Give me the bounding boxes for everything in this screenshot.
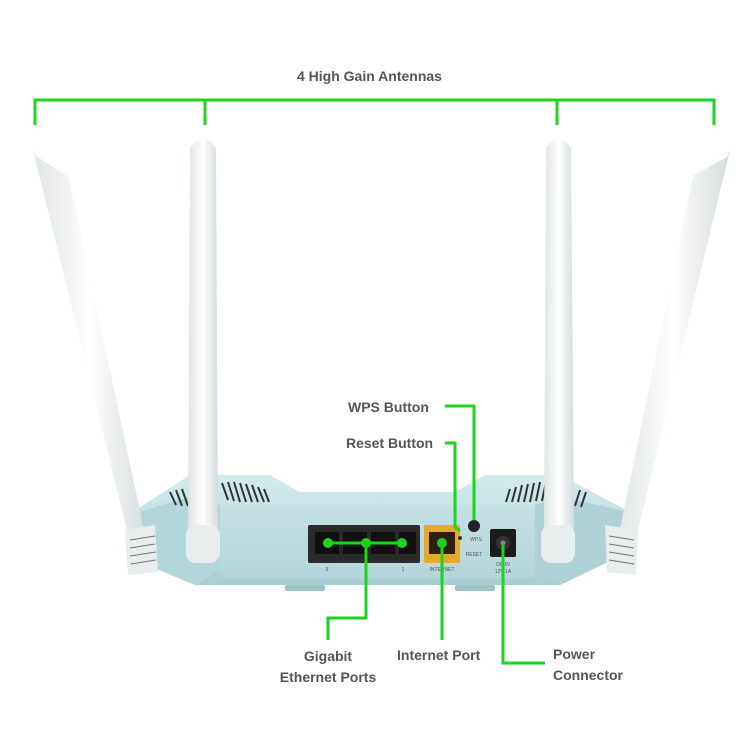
power-connector [490, 529, 516, 557]
foot [285, 585, 325, 591]
antenna-outer-right [605, 150, 730, 575]
ethernet-ports-label-line1: Gigabit [303, 648, 353, 664]
antennas-label: 4 High Gain Antennas [297, 68, 442, 84]
wps-button-label: WPS Button [348, 399, 429, 415]
antenna-outer-left [33, 150, 158, 575]
ethernet-ports-label: Gigabit Ethernet Ports [273, 646, 383, 688]
ethernet-ports-label-line2: Ethernet Ports [279, 669, 377, 685]
foot [455, 585, 495, 591]
power-connector-label-line2: Connector [553, 667, 623, 683]
reset-mark: RESET [466, 552, 483, 558]
antenna-inner-left [186, 139, 220, 563]
reset-button-label: Reset Button [346, 435, 434, 451]
ethernet-callout-drop [326, 543, 368, 640]
reset-hole [458, 536, 462, 540]
internet-port-label: Internet Port [397, 647, 481, 663]
wps-callout [445, 404, 476, 520]
lan3-mark: 3 [326, 567, 329, 573]
power-connector-label: Power Connector [553, 644, 623, 686]
wps-button [468, 520, 480, 532]
wps-mark: WPS [470, 537, 482, 543]
lan1-mark: 1 [402, 567, 405, 573]
reset-callout [445, 441, 461, 533]
antenna-bracket [33, 98, 716, 125]
vent-left [169, 481, 270, 507]
antenna-inner-right [541, 139, 575, 563]
callout-dots [323, 538, 447, 548]
power-callout [501, 545, 545, 665]
power-connector-label-line1: Power [553, 646, 596, 662]
callout-lines [33, 98, 716, 665]
